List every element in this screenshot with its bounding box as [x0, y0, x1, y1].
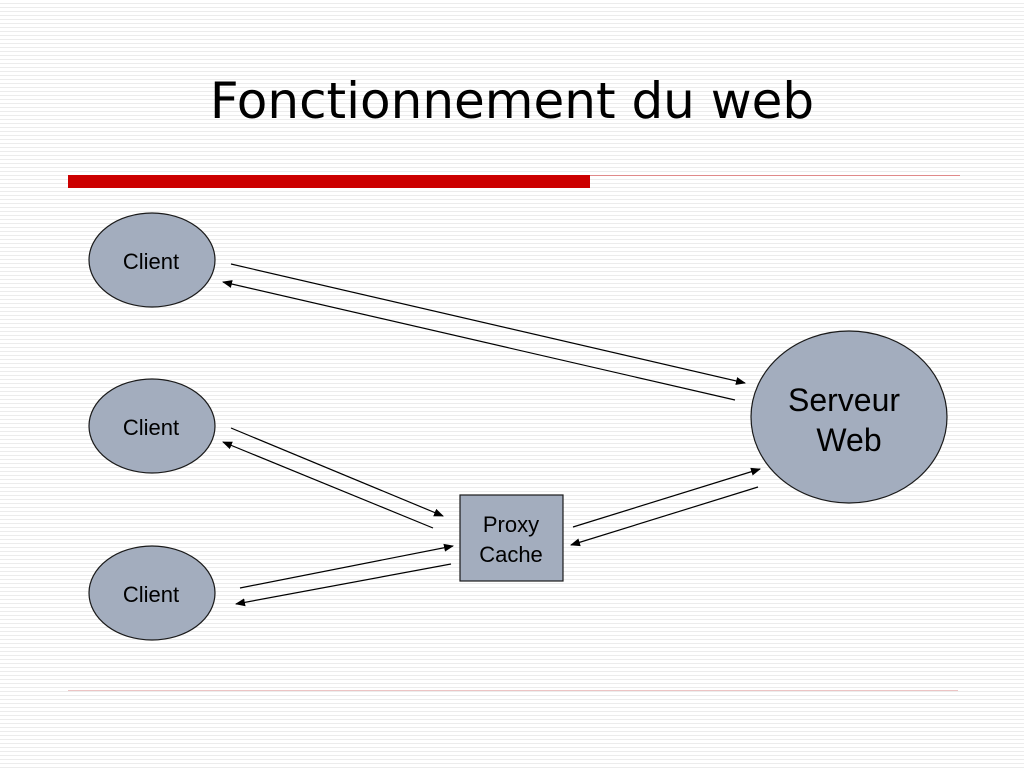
server-node: Serveur Web: [750, 330, 948, 504]
client-node-2: Client: [88, 378, 216, 474]
arrow-server-to-client1: [222, 280, 736, 401]
proxy-node: Proxy Cache: [459, 494, 564, 582]
proxy-label-line1: Proxy: [483, 512, 539, 537]
arrow-server-to-proxy: [570, 486, 759, 547]
client-label-1: Client: [123, 249, 179, 274]
server-label-line1: Serveur: [788, 382, 900, 418]
client-label-3: Client: [123, 582, 179, 607]
arrow-proxy-to-client3: [235, 563, 452, 607]
arrow-client2-to-proxy: [230, 427, 444, 517]
proxy-label-line2: Cache: [479, 542, 543, 567]
arrow-client3-to-proxy: [239, 543, 454, 589]
client-node-3: Client: [88, 545, 216, 641]
title-underline-bar: [68, 175, 590, 188]
slide-title: Fonctionnement du web: [209, 72, 815, 130]
arrow-client1-to-server: [230, 263, 746, 385]
client-node-1: Client: [88, 212, 216, 308]
title-underline-rule: [590, 175, 960, 176]
footer-rule: [68, 690, 958, 691]
arrow-proxy-to-client2: [222, 441, 434, 529]
client-label-2: Client: [123, 415, 179, 440]
server-label-line2: Web: [816, 422, 881, 458]
arrow-proxy-to-server: [572, 467, 761, 528]
